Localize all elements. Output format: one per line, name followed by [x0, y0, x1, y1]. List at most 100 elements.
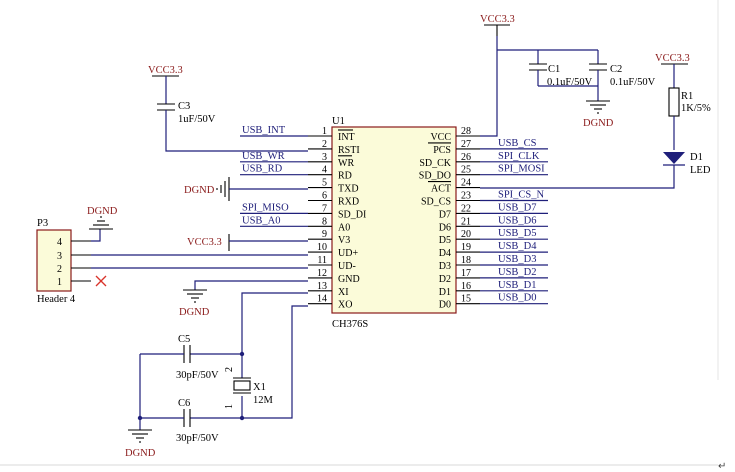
- gnd-symbol-p3: [89, 216, 113, 230]
- u1-pin-name: A0: [338, 222, 350, 233]
- u1-net-label: USB_INT: [242, 125, 286, 136]
- u1-pin-name: PCS: [433, 145, 451, 156]
- u1-net-label: USB_D3: [498, 254, 537, 265]
- gnd-symbol-txd: [216, 177, 230, 201]
- u1-pin-name: INT: [338, 132, 355, 143]
- u1-net-label: SPI_MISO: [242, 202, 289, 213]
- u1-pin-num: 2: [322, 139, 327, 150]
- x1-ref: X1: [253, 382, 266, 393]
- p3-pin-num: 4: [57, 237, 62, 248]
- v3-vcc-label: VCC3.3: [187, 237, 222, 248]
- c5-ref: C5: [178, 334, 190, 345]
- r1-value: 1K/5%: [681, 103, 711, 114]
- resistor-r1[interactable]: R1 1K/5%: [668, 87, 711, 117]
- gnd-label-u1: DGND: [179, 307, 210, 318]
- u1-pin-num: 19: [461, 242, 471, 253]
- gnd-label-crystal: DGND: [125, 448, 156, 459]
- u1-pin-num: 15: [461, 294, 471, 305]
- u1-pin-name: GND: [338, 274, 360, 285]
- p3-part: Header 4: [37, 294, 76, 305]
- u1-pin-num: 3: [322, 152, 327, 163]
- c1-ref: C1: [548, 64, 560, 75]
- u1-pin-name: SD_DI: [338, 209, 366, 220]
- c1-value: 0.1uF/50V: [547, 77, 593, 88]
- u1-pin-name: D4: [439, 248, 451, 259]
- c6-value: 30pF/50V: [176, 433, 219, 444]
- u1-pin-name: D5: [439, 235, 451, 246]
- cap-c6[interactable]: C6 30pF/50V: [140, 398, 242, 444]
- u1-net-label: USB_RD: [242, 164, 283, 175]
- no-connect-p3-pin1: [95, 275, 107, 287]
- u1-pin-name: RXD: [338, 197, 359, 208]
- led-d1[interactable]: D1 LED: [663, 152, 711, 176]
- u1-pin-name: WR: [338, 158, 354, 169]
- c2-value: 0.1uF/50V: [610, 77, 656, 88]
- u1-pin-name: XO: [338, 300, 352, 311]
- u1-pin-name: V3: [338, 235, 350, 246]
- u1-pin-num: 22: [461, 203, 471, 214]
- u1-pin-num: 6: [322, 191, 327, 202]
- cap-c5[interactable]: C5 30pF/50V: [140, 334, 242, 381]
- u1-pin-num: 7: [322, 203, 327, 214]
- u1-pin-num: 23: [461, 191, 471, 202]
- u1-vcc-label: VCC3.3: [480, 14, 515, 25]
- c3-vcc-label: VCC3.3: [148, 65, 183, 76]
- u1-pin-num: 8: [322, 216, 327, 227]
- u1-pin-num: 9: [322, 229, 327, 240]
- u1-net-label: USB_A0: [242, 215, 281, 226]
- cap-c1[interactable]: C1 0.1uF/50V: [497, 49, 598, 88]
- x1-value: 12M: [253, 395, 274, 406]
- u1-net-label: SPI_CS_N: [498, 190, 545, 201]
- c2-ref: C2: [610, 64, 622, 75]
- gnd-symbol-u1: [183, 289, 207, 303]
- u1-net-label: USB_CS: [498, 138, 537, 149]
- u1-pin-name: D7: [439, 209, 451, 220]
- u1-pin-name: D1: [439, 287, 451, 298]
- p3-pin-num: 1: [57, 277, 62, 288]
- u1-pin-name: UD-: [338, 261, 356, 272]
- p3-pin-num: 3: [57, 251, 62, 262]
- u1-pin-name: SD_CS: [421, 197, 451, 208]
- u1-pin-num: 20: [461, 229, 471, 240]
- cap-c2[interactable]: C2 0.1uF/50V: [589, 50, 656, 88]
- u1-body[interactable]: [331, 126, 457, 314]
- u1-pin-name: RD: [338, 171, 352, 182]
- u1-pin-name: ACT: [431, 184, 451, 195]
- x1-pin1: 1: [224, 404, 235, 409]
- u1-pin-name: D6: [439, 222, 451, 233]
- u1-pin-name: D0: [439, 300, 451, 311]
- u1-pin-num: 28: [461, 126, 471, 137]
- u1-pin-name: TXD: [338, 184, 359, 195]
- u1-net-label: USB_D0: [498, 293, 537, 304]
- u1-pin-name: D3: [439, 261, 451, 272]
- u1-net-label: USB_D6: [498, 215, 537, 226]
- u1-pin-name: RSTI: [338, 145, 360, 156]
- u1-net-label: USB_D4: [498, 241, 537, 252]
- u1-pin-num: 10: [317, 242, 327, 253]
- gnd-label-p3: DGND: [87, 206, 118, 217]
- c3-ref: C3: [178, 101, 190, 112]
- u1-pin-num: 26: [461, 152, 471, 163]
- c3-value: 1uF/50V: [178, 114, 216, 125]
- u1-pin-name: VCC: [430, 132, 451, 143]
- u1-pin-name: UD+: [338, 248, 358, 259]
- header-p3-body[interactable]: [36, 229, 72, 292]
- u1-pin-num: 11: [317, 255, 327, 266]
- txd-gnd-label: DGND: [184, 185, 215, 196]
- crystal-x1[interactable]: X1 12M 2 1: [224, 367, 274, 409]
- c6-ref: C6: [178, 398, 190, 409]
- u1-pin-num: 16: [461, 281, 471, 292]
- u1-pin-num: 25: [461, 165, 471, 176]
- p3-ref: P3: [37, 218, 48, 229]
- u1-pins: 1INTUSB_INT2RSTI3WRUSB_WR4RDUSB_RD5TXD6R…: [240, 125, 548, 311]
- paragraph-mark: ↵: [718, 461, 726, 472]
- r1-vcc-label: VCC3.3: [655, 53, 690, 64]
- u1-pin-name: SD_CK: [419, 158, 451, 169]
- u1-pin-num: 17: [461, 268, 471, 279]
- u1-pin-num: 14: [317, 294, 327, 305]
- u1-ref: U1: [332, 116, 345, 127]
- d1-value: LED: [690, 165, 711, 176]
- gnd-label-c1c2: DGND: [583, 118, 614, 129]
